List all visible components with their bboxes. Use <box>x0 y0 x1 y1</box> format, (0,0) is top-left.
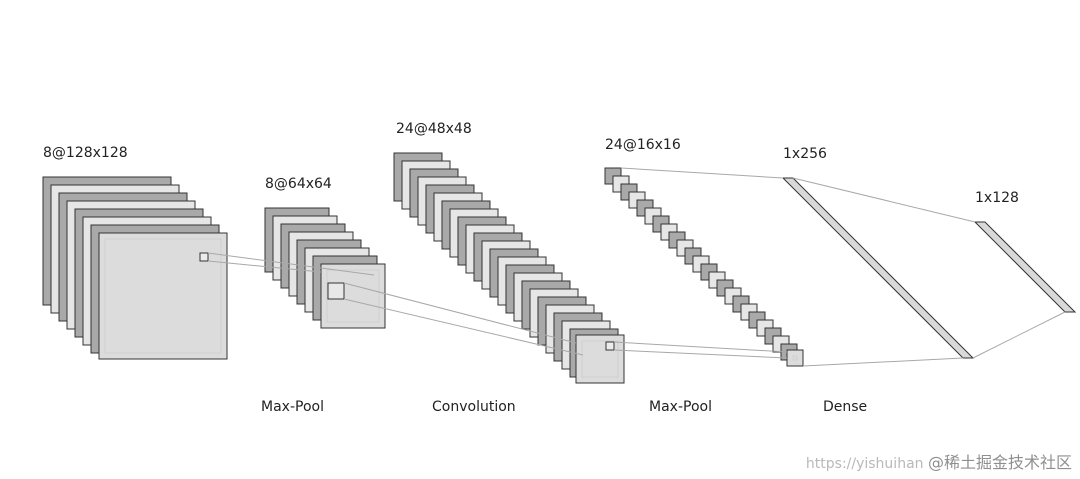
dense2-bar <box>973 221 1077 313</box>
connector-conv-pool2-top <box>613 341 788 353</box>
label-dense2-dims: 1x128 <box>975 190 1019 206</box>
connector-dense1-dense2-bottom <box>972 311 1066 359</box>
dense1-bar <box>781 177 975 359</box>
watermark-brand: @稀土掘金技术社区 <box>927 453 1072 472</box>
connector-dense1-dense2-top <box>792 177 976 223</box>
label-dense: Dense <box>823 399 868 415</box>
watermark-url: https://yishuihan <box>805 456 924 472</box>
label-input-dims: 8@128x128 <box>43 145 128 161</box>
input-kernel-window <box>199 252 209 262</box>
label-maxpool-1: Max-Pool <box>261 399 324 415</box>
conv-front-map-inner <box>581 340 619 378</box>
connector-pool2-dense1-top <box>620 167 784 179</box>
pool1-front-map-inner <box>326 269 380 323</box>
pool1-kernel-window <box>327 282 345 300</box>
input-front-map-inner <box>104 238 222 354</box>
connector-pool1-conv-top <box>343 282 577 344</box>
conv-kernel-window <box>605 341 615 351</box>
connector-input-pool1-top <box>207 252 375 276</box>
pool2-front-map-inner <box>792 355 798 361</box>
label-dense1-dims: 1x256 <box>783 146 827 162</box>
label-convolution: Convolution <box>432 399 516 415</box>
label-pool1-dims: 8@64x64 <box>265 176 332 192</box>
connector-pool2-dense1-bottom <box>802 357 964 367</box>
pool2-front-map <box>786 349 804 367</box>
connector-pool1-conv-bottom <box>343 298 584 356</box>
watermark: https://yishuihan @稀土掘金技术社区 <box>806 449 1072 473</box>
connector-input-pool1-bottom <box>207 260 322 273</box>
label-conv-dims: 24@48x48 <box>396 121 472 137</box>
conv-front-map <box>575 334 625 384</box>
label-pool2-dims: 24@16x16 <box>605 137 681 153</box>
input-front-map <box>98 232 228 360</box>
connector-conv-pool2-bottom <box>613 349 788 359</box>
label-maxpool-2: Max-Pool <box>649 399 712 415</box>
